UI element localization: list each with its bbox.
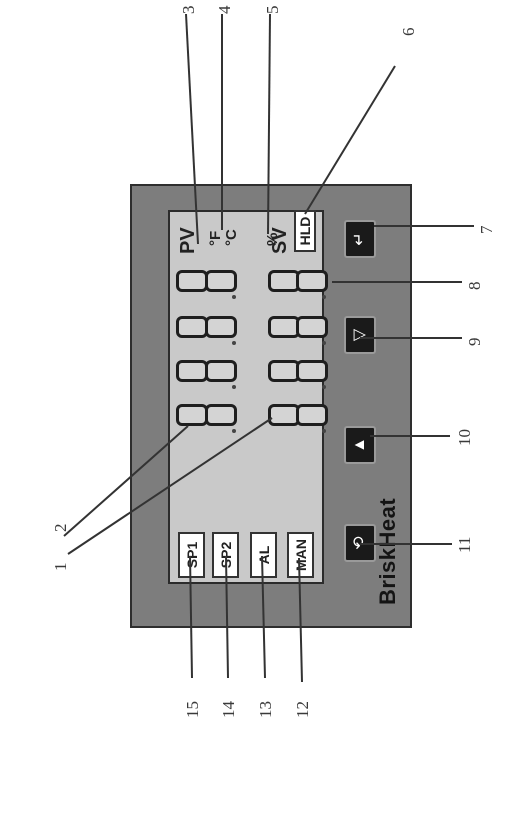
- callout-6: 6: [399, 27, 418, 37]
- callout-15: 15: [183, 701, 202, 718]
- callout-2: 2: [51, 523, 70, 533]
- callout-5: 5: [263, 5, 282, 15]
- leader-line-13: [261, 555, 266, 679]
- callout-10: 10: [455, 429, 474, 446]
- leader-line-5: [267, 13, 271, 235]
- callout-8: 8: [465, 281, 484, 291]
- leader-line-12: [298, 557, 303, 683]
- callout-4: 4: [215, 5, 234, 15]
- callout-14: 14: [219, 701, 238, 718]
- callout-3: 3: [179, 5, 198, 15]
- leader-line-3: [185, 13, 199, 245]
- callout-11: 11: [455, 536, 474, 553]
- callout-13: 13: [256, 701, 275, 718]
- callout-7: 7: [477, 225, 496, 235]
- callout-1: 1: [51, 562, 70, 572]
- leader-line-6: [304, 65, 396, 215]
- leader-line-2: [63, 425, 189, 537]
- leader-line-1: [67, 417, 273, 555]
- callout-12: 12: [293, 701, 312, 718]
- callout-9: 9: [465, 337, 484, 347]
- leader-line-14: [225, 555, 229, 679]
- leader-line-15: [189, 555, 193, 679]
